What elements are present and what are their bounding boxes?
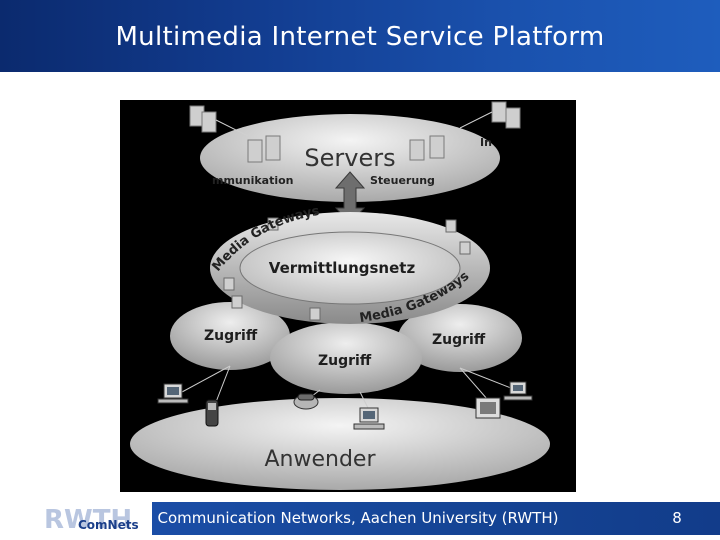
network-label: Vermittlungsnetz — [269, 259, 416, 277]
partial-label: In — [480, 136, 492, 149]
laptop-icon — [503, 381, 533, 401]
desktop-computer-icon — [353, 407, 385, 430]
logo-svg: RWTH ComNets — [40, 502, 152, 536]
users-label: Anwender — [264, 447, 376, 472]
title-bar: Multimedia Internet Service Platform — [0, 0, 720, 72]
network-diagram: Servers mmunikation Steuerung In — [120, 100, 576, 492]
steuerung-label: Steuerung — [370, 174, 435, 187]
slide-title: Multimedia Internet Service Platform — [115, 22, 605, 52]
access-cloud-center — [270, 322, 422, 394]
mobile-phone-icon — [205, 399, 219, 427]
monitor-icon — [475, 397, 501, 419]
access-right-label: Zugriff — [432, 332, 486, 348]
logo-comnets-text: ComNets — [78, 518, 139, 532]
access-left-label: Zugriff — [204, 328, 258, 344]
logo-rwth-text: RWTH — [44, 505, 132, 535]
connection-lines — [181, 365, 517, 409]
gateway-ring — [210, 212, 490, 324]
access-center-label: Zugriff — [318, 353, 372, 369]
access-cloud-right — [398, 304, 522, 372]
servers-cloud: Servers mmunikation Steuerung In — [189, 101, 521, 202]
telephone-icon — [293, 393, 319, 410]
diagram-svg: Servers mmunikation Steuerung In — [130, 101, 550, 490]
access-cloud-left — [170, 302, 290, 370]
computer-icon — [157, 383, 189, 404]
servers-label: Servers — [304, 144, 395, 172]
footer-bar: Communication Networks, Aachen Universit… — [152, 502, 720, 535]
users-cloud — [130, 398, 550, 490]
page-number: 8 — [672, 509, 682, 527]
kommunikation-label: mmunikation — [212, 174, 294, 187]
rwth-comnets-logo: RWTH ComNets — [40, 500, 152, 538]
footer-text: Communication Networks, Aachen Universit… — [157, 509, 559, 527]
